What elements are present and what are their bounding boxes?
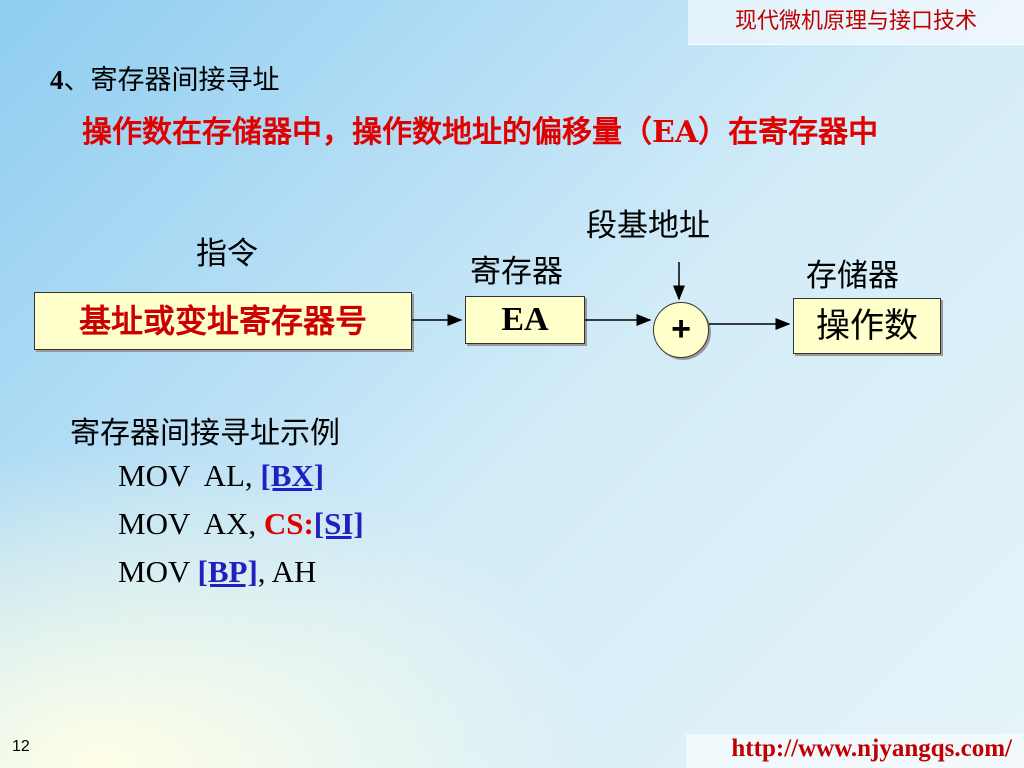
website-link[interactable]: http://www.njyangqs.com/ bbox=[686, 734, 1024, 768]
instruction-label: 指令 bbox=[196, 236, 258, 272]
page-number: 12 bbox=[12, 738, 30, 755]
register-label: 寄存器 bbox=[470, 254, 563, 290]
section-number: 4 bbox=[50, 65, 64, 95]
segment-override: CS: bbox=[263, 506, 314, 541]
course-title-banner: 现代微机原理与接口技术 bbox=[688, 0, 1024, 45]
section-separator: 、 bbox=[63, 65, 91, 96]
memory-operand: [BX] bbox=[260, 458, 325, 493]
adder-circle: + bbox=[653, 302, 709, 358]
section-title: 寄存器间接寻址 bbox=[90, 65, 280, 96]
section-heading: 4、寄存器间接寻址 bbox=[50, 58, 280, 97]
code-prefix: MOV bbox=[118, 554, 198, 589]
code-prefix: MOV AX, bbox=[118, 506, 264, 541]
section-description: 操作数在存储器中，操作数地址的偏移量（EA）在寄存器中 bbox=[82, 115, 879, 150]
code-suffix: , AH bbox=[257, 554, 317, 589]
memory-operand: [BP] bbox=[197, 554, 258, 589]
operand-memory-box: 操作数 bbox=[793, 298, 941, 354]
segment-base-label: 段基地址 bbox=[586, 208, 710, 244]
example-line-1: MOV AL, [BX] bbox=[118, 458, 324, 494]
example-line-2: MOV AX, CS:[SI] bbox=[118, 506, 364, 542]
register-number-field: 基址或变址寄存器号 bbox=[34, 292, 412, 350]
examples-title: 寄存器间接寻址示例 bbox=[70, 416, 340, 451]
code-prefix: MOV AL, bbox=[118, 458, 261, 493]
example-line-3: MOV [BP], AH bbox=[118, 554, 316, 590]
memory-operand: [SI] bbox=[313, 506, 364, 541]
ea-register-box: EA bbox=[465, 296, 585, 344]
memory-label: 存储器 bbox=[806, 258, 899, 294]
